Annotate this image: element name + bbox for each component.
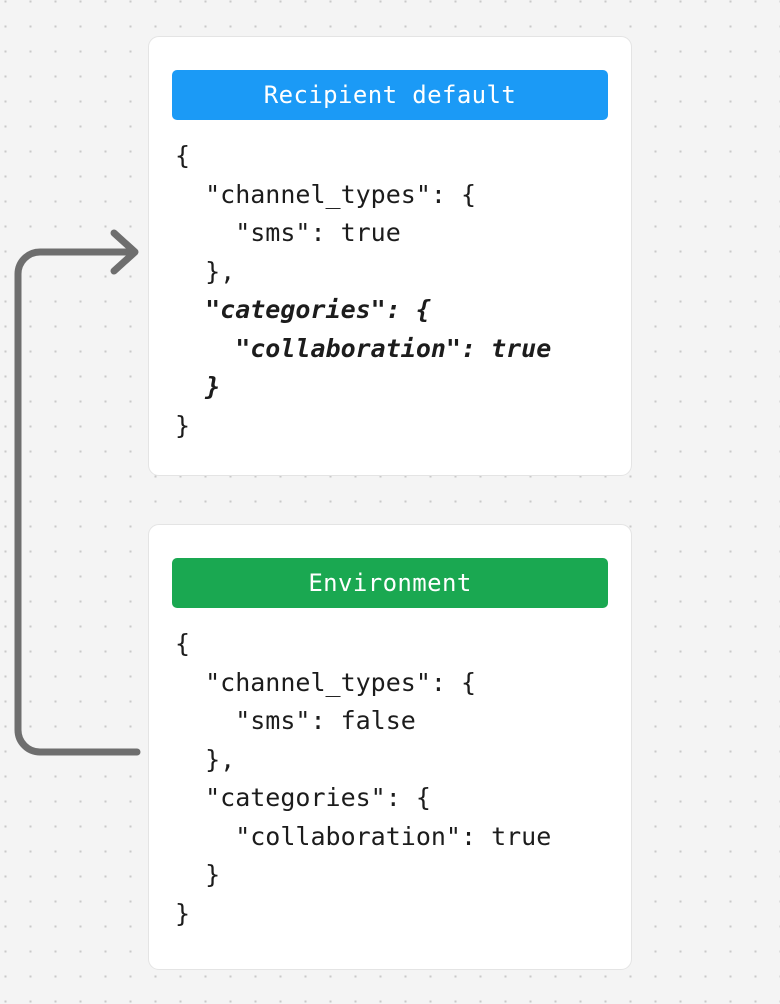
- json-code-environment: { "channel_types": { "sms": false }, "ca…: [172, 608, 608, 933]
- code-line: "sms": true: [175, 218, 401, 247]
- code-line: "collaboration": true: [175, 333, 552, 363]
- code-line: },: [175, 744, 236, 774]
- flow-arrow-path: [14, 248, 141, 756]
- code-line: "channel_types": {: [175, 179, 477, 209]
- flow-arrow-head-icon: [110, 229, 139, 275]
- code-line: "collaboration": true: [175, 821, 552, 851]
- code-line: "sms": false: [175, 706, 416, 735]
- code-line: }: [175, 898, 191, 928]
- code-line: {: [175, 141, 191, 170]
- code-line: "categories": {: [175, 295, 431, 324]
- code-line: }: [175, 860, 221, 889]
- code-line: }: [175, 372, 221, 401]
- card-recipient-default: Recipient default { "channel_types": { "…: [148, 36, 632, 476]
- code-line: "channel_types": {: [175, 667, 477, 697]
- card-environment: Environment { "channel_types": { "sms": …: [148, 524, 632, 970]
- code-line: },: [175, 256, 236, 286]
- json-code-recipient-default: { "channel_types": { "sms": true }, "cat…: [172, 120, 608, 445]
- code-line: }: [175, 410, 191, 440]
- code-line: {: [175, 629, 191, 658]
- card-header-recipient-default: Recipient default: [172, 70, 608, 120]
- code-line: "categories": {: [175, 783, 431, 812]
- card-header-environment: Environment: [172, 558, 608, 608]
